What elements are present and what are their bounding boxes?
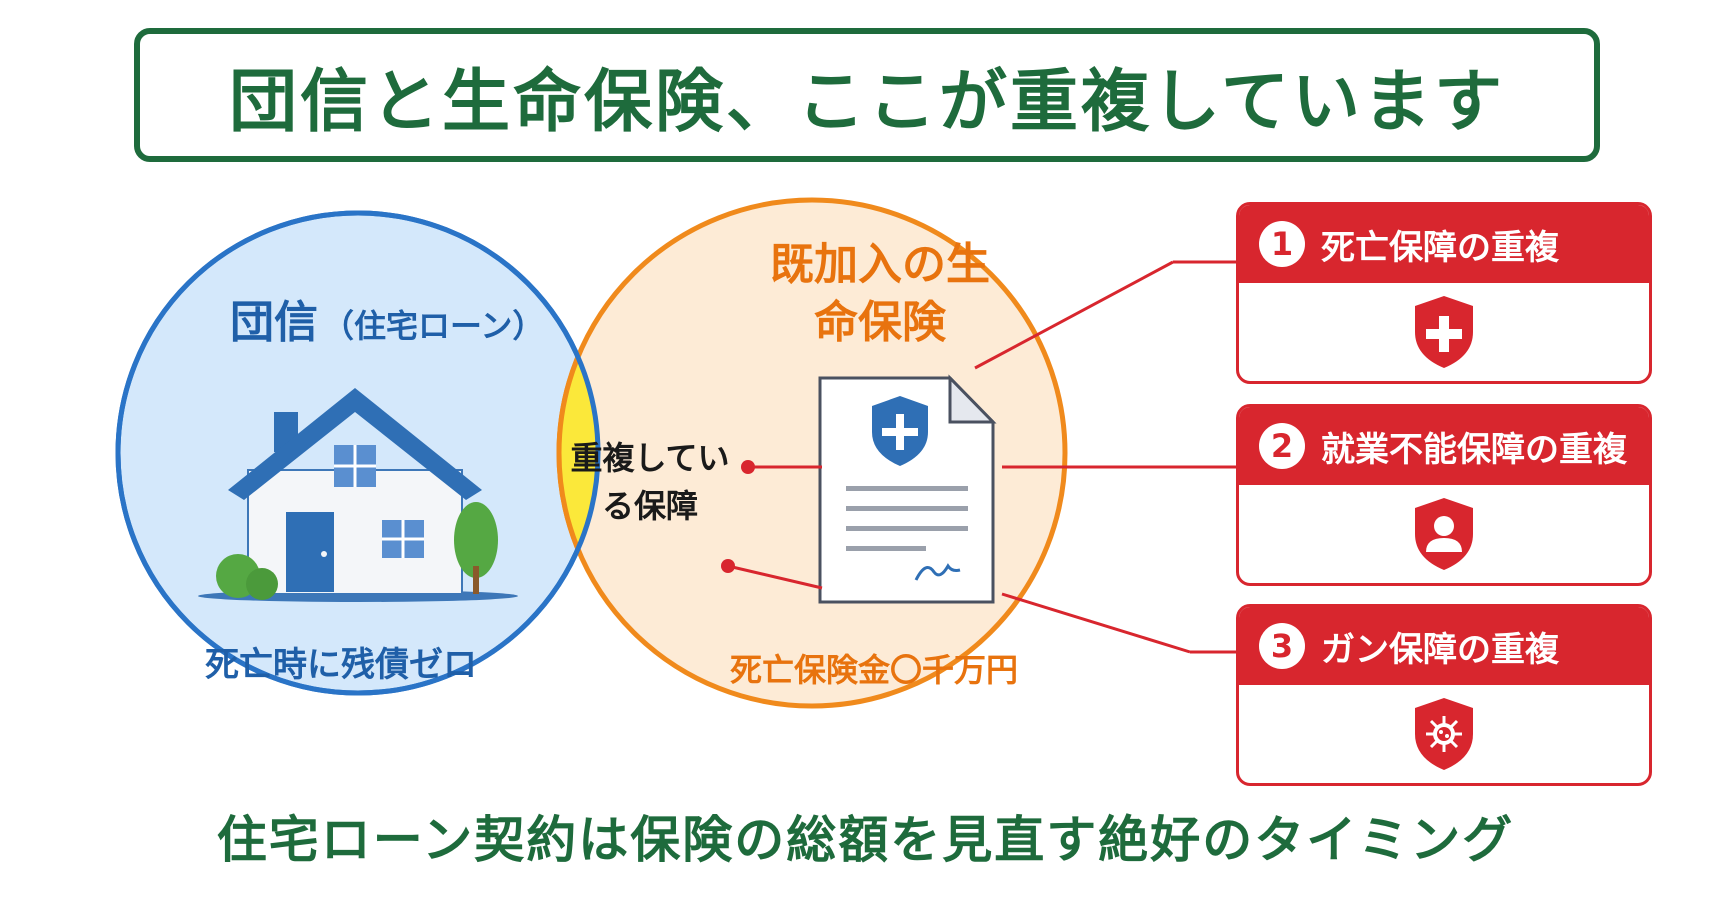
card-header: 2 就業不能保障の重複 — [1239, 407, 1649, 485]
card-cancer-coverage: 3 ガン保障の重複 — [1236, 604, 1652, 786]
dansin-subtitle: （住宅ローン） — [322, 307, 545, 345]
connector-lines — [721, 260, 1236, 654]
dansin-caption: 死亡時に残債ゼロ — [205, 645, 477, 685]
card-body — [1239, 283, 1649, 381]
life-insurance-caption: 死亡保険金〇千万円 — [730, 651, 1019, 689]
card-label: ガン保障の重複 — [1321, 629, 1559, 670]
dansin-title: 団信（住宅ローン） — [230, 286, 544, 350]
card-body — [1239, 485, 1649, 583]
card-header: 3 ガン保障の重複 — [1239, 607, 1649, 685]
card-number: 1 — [1259, 221, 1305, 267]
card-death-coverage: 1 死亡保障の重複 — [1236, 202, 1652, 384]
card-label: 死亡保障の重複 — [1321, 227, 1559, 268]
insurance-document-icon — [818, 374, 997, 604]
page-title: 団信と生命保険、ここが重複しています — [229, 62, 1505, 142]
life-insurance-title: 既加入の生命保険 — [770, 239, 990, 348]
card-header: 1 死亡保障の重複 — [1239, 205, 1649, 283]
card-disability-coverage: 2 就業不能保障の重複 — [1236, 404, 1652, 586]
title-box: 団信と生命保険、ここが重複しています — [134, 28, 1600, 162]
card-number: 2 — [1259, 423, 1305, 469]
card-number: 3 — [1259, 623, 1305, 669]
house-icon — [198, 388, 518, 602]
overlap-label: 重複している保障 — [570, 439, 730, 525]
footer-message: 住宅ローン契約は保険の総額を見直す絶好のタイミング — [216, 811, 1515, 869]
shield-person-icon — [1415, 498, 1473, 570]
card-body — [1239, 685, 1649, 783]
shield-virus-icon — [1415, 698, 1473, 770]
dansin-title-main: 団信 — [230, 297, 318, 348]
shield-plus-icon — [1415, 296, 1473, 368]
card-label: 就業不能保障の重複 — [1321, 429, 1627, 470]
